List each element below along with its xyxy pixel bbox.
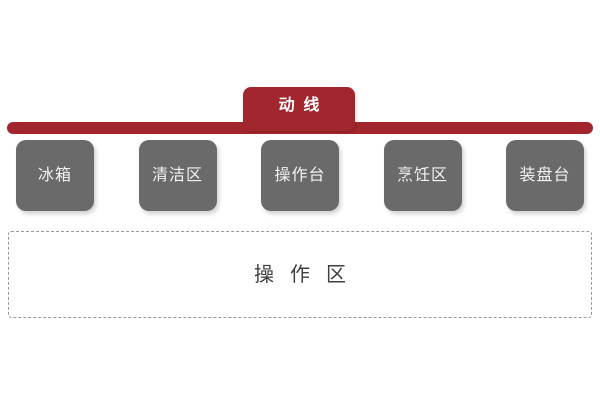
- station-refrigerator: 冰箱: [16, 140, 94, 211]
- station-prep-counter: 操作台: [261, 140, 339, 211]
- station-cooking-area: 烹饪区: [383, 140, 462, 211]
- station-label: 操作台: [274, 166, 326, 184]
- stations-row: 冰箱 清洁区 操作台 烹饪区 装盘台: [0, 140, 600, 211]
- operation-zone-label: 操作区: [254, 263, 362, 286]
- station-label: 清洁区: [151, 166, 203, 184]
- station-label: 装盘台: [519, 166, 571, 184]
- station-plating-counter: 装盘台: [506, 140, 584, 211]
- station-cleaning-area: 清洁区: [138, 140, 217, 211]
- station-label: 冰箱: [37, 166, 72, 184]
- station-label: 烹饪区: [396, 166, 448, 184]
- operation-zone-box: 操作区: [8, 231, 592, 318]
- flow-line-title-box: 动线: [243, 87, 355, 131]
- flow-line-title: 动线: [278, 97, 329, 114]
